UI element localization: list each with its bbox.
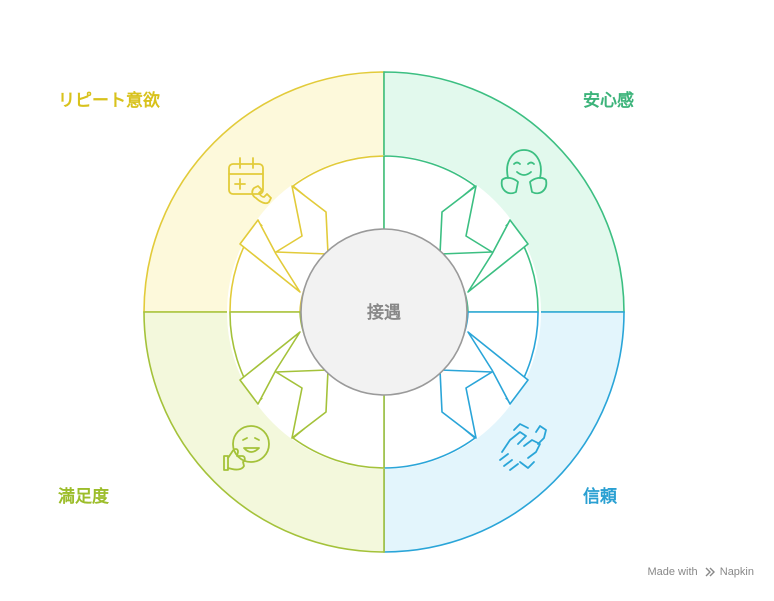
smiling-face-hands-icon xyxy=(500,149,548,195)
arrow-gap xyxy=(408,170,468,250)
credit-brand: Napkin xyxy=(719,566,754,578)
arrow-head xyxy=(275,369,329,439)
calendar-phone-icon xyxy=(228,157,272,205)
arrow-head xyxy=(275,185,329,255)
quadrant-label-repeat-intent: リピート意欲 xyxy=(58,91,160,111)
handshake-icon xyxy=(499,423,547,471)
thumbs-up-face-icon xyxy=(223,425,270,471)
arrow-head xyxy=(239,331,301,405)
quadrant-label-satisfaction: 満足度 xyxy=(58,487,109,507)
arrow-head xyxy=(467,219,529,293)
made-with-credit[interactable]: Made with Napkin xyxy=(647,566,754,578)
credit-prefix: Made with xyxy=(647,566,698,578)
arrow-head xyxy=(239,219,301,293)
arrow-gap xyxy=(300,170,360,250)
center-node xyxy=(300,228,468,396)
quadrant-label-reassurance: 安心感 xyxy=(583,91,634,111)
arrow-gap xyxy=(300,374,360,454)
napkin-logo-icon xyxy=(705,567,715,577)
center-label: 接遇 xyxy=(367,302,401,323)
arrow-head xyxy=(467,331,529,405)
arrow-gap xyxy=(408,374,468,454)
quadrant-label-trust: 信頼 xyxy=(583,487,617,507)
arrow-head xyxy=(439,185,493,255)
arrow-head xyxy=(439,369,493,439)
